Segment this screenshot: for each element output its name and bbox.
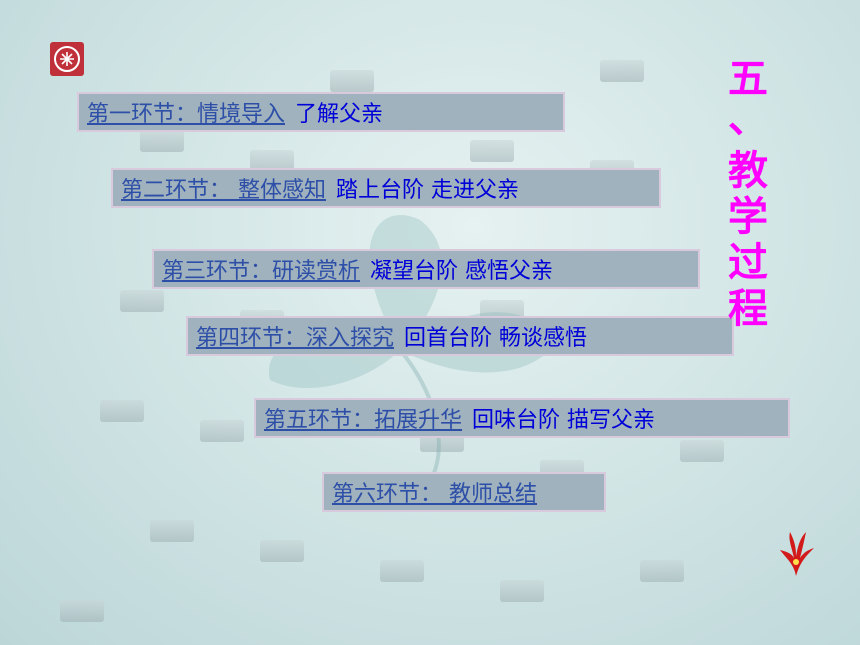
title-char: 学 <box>728 194 768 240</box>
red-bird-icon <box>780 532 814 576</box>
step-3[interactable]: 第三环节：研读赏析 凝望台阶 感悟父亲 <box>152 249 700 289</box>
step-3-detail: 凝望台阶 感悟父亲 <box>370 259 554 284</box>
step-2-link[interactable]: 第二环节： 整体感知 <box>121 178 326 203</box>
title-char: 、 <box>728 96 768 142</box>
step-1-detail: 了解父亲 <box>295 102 384 127</box>
step-2-detail: 踏上台阶 走进父亲 <box>336 178 519 203</box>
step-5-link[interactable]: 第五环节：拓展升华 <box>264 408 463 433</box>
step-1[interactable]: 第一环节：情境导入 了解父亲 <box>77 92 565 132</box>
step-5-detail: 回味台阶 描写父亲 <box>472 408 656 433</box>
step-4[interactable]: 第四环节：深入探究 回首台阶 畅谈感悟 <box>186 316 734 356</box>
step-5[interactable]: 第五环节：拓展升华 回味台阶 描写父亲 <box>254 398 790 438</box>
slide-title: 五 、 教 学 过 程 <box>718 56 778 332</box>
step-2[interactable]: 第二环节： 整体感知 踏上台阶 走进父亲 <box>111 168 661 208</box>
step-6[interactable]: 第六环节： 教师总结 <box>322 472 606 512</box>
step-4-link[interactable]: 第四环节：深入探究 <box>196 326 395 351</box>
school-seal-icon <box>50 42 84 76</box>
step-1-link[interactable]: 第一环节：情境导入 <box>87 102 286 127</box>
title-char: 程 <box>728 286 768 332</box>
step-6-link[interactable]: 第六环节： 教师总结 <box>332 482 537 507</box>
step-4-detail: 回首台阶 畅谈感悟 <box>404 326 588 351</box>
step-3-link[interactable]: 第三环节：研读赏析 <box>162 259 361 284</box>
title-char: 过 <box>728 240 768 286</box>
title-char: 教 <box>728 148 768 194</box>
title-char: 五 <box>728 56 768 102</box>
